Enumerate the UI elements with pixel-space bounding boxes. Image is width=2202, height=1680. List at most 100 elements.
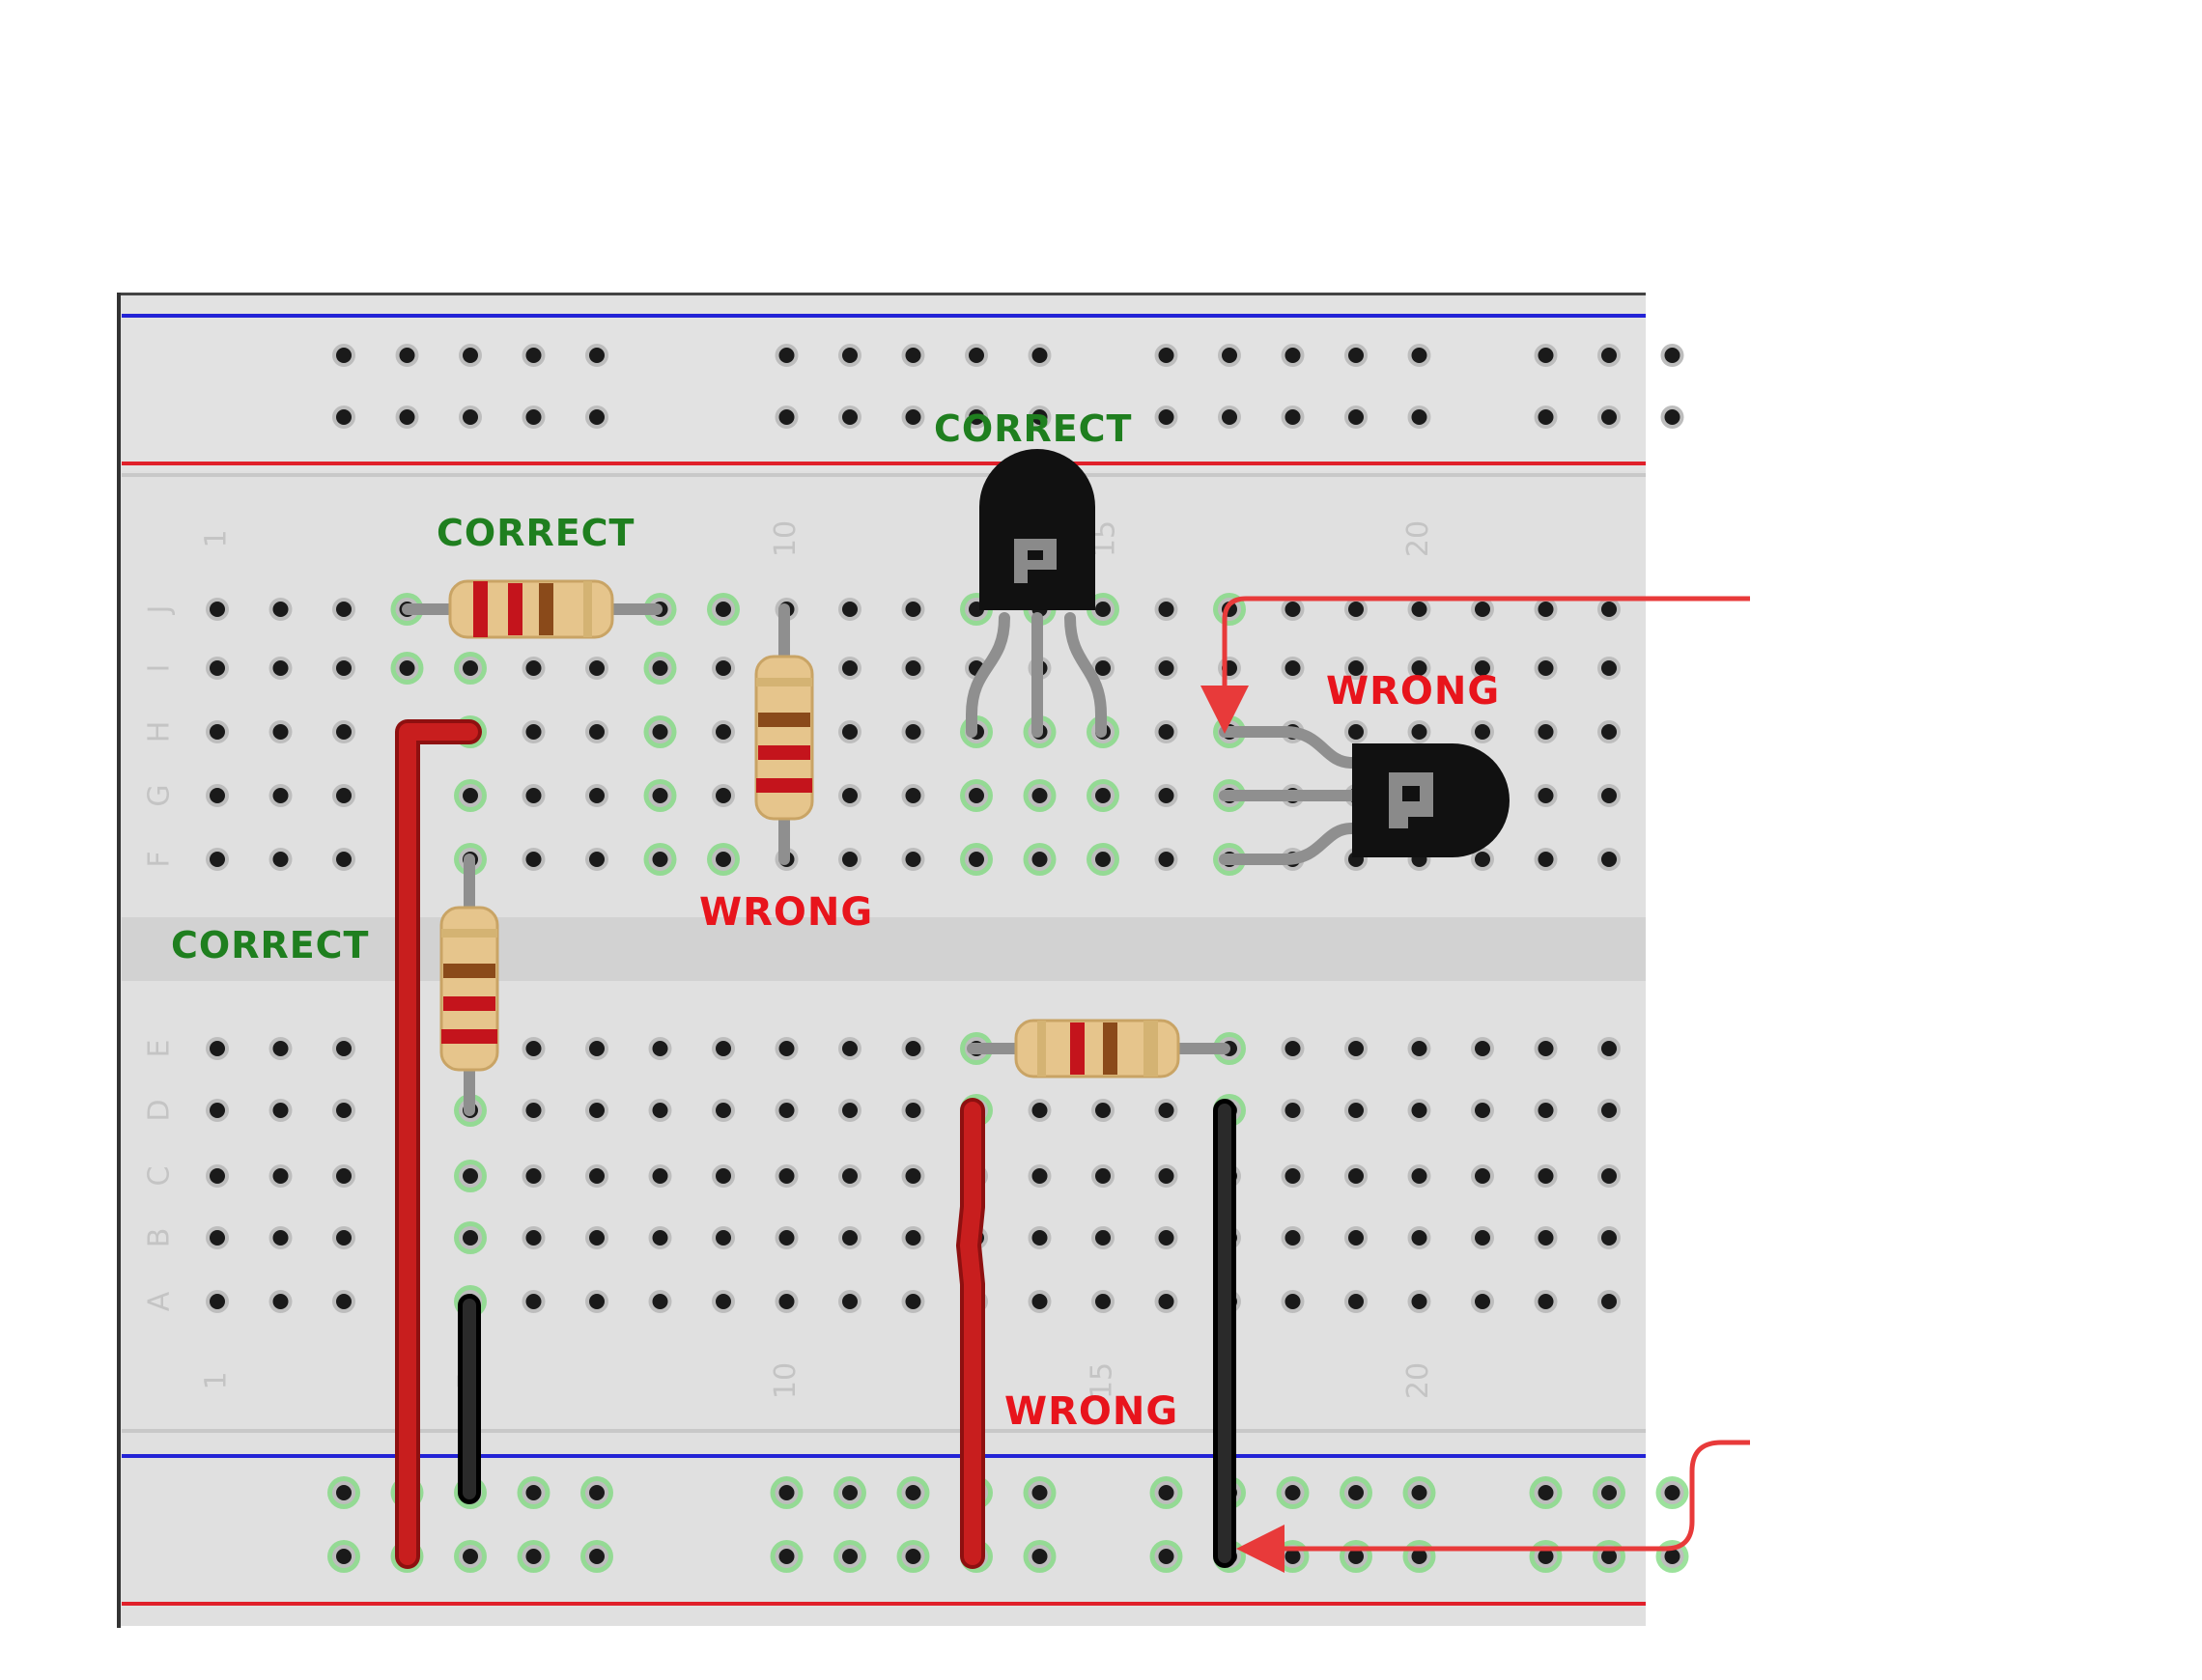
hole[interactable] <box>1475 602 1490 617</box>
hole[interactable] <box>652 1168 668 1184</box>
hole[interactable] <box>1348 1041 1364 1056</box>
hole[interactable] <box>1475 660 1490 676</box>
hole[interactable] <box>272 1230 289 1246</box>
hole[interactable] <box>1475 1294 1490 1309</box>
hole[interactable] <box>1475 1103 1490 1118</box>
hole[interactable] <box>336 788 352 803</box>
hole[interactable] <box>589 409 605 425</box>
hole[interactable] <box>716 1230 731 1246</box>
hole[interactable] <box>1158 1294 1174 1309</box>
hole[interactable] <box>1538 1294 1554 1309</box>
hole[interactable] <box>336 1041 352 1056</box>
hole[interactable] <box>716 660 731 676</box>
hole[interactable] <box>272 1041 289 1056</box>
hole[interactable] <box>842 1041 858 1056</box>
hole[interactable] <box>1664 409 1680 425</box>
hole[interactable] <box>778 1549 795 1564</box>
hole[interactable] <box>652 724 668 740</box>
hole[interactable] <box>336 409 352 425</box>
hole[interactable] <box>210 602 225 617</box>
hole[interactable] <box>525 409 542 425</box>
hole[interactable] <box>1475 1041 1490 1056</box>
hole[interactable] <box>905 1549 921 1564</box>
hole[interactable] <box>1158 1549 1174 1564</box>
hole[interactable] <box>778 1041 795 1056</box>
hole[interactable] <box>210 1230 225 1246</box>
hole[interactable] <box>336 852 352 867</box>
hole[interactable] <box>1348 409 1364 425</box>
hole[interactable] <box>336 1485 352 1500</box>
hole[interactable] <box>1031 348 1048 363</box>
hole[interactable] <box>336 602 352 617</box>
hole[interactable] <box>525 852 542 867</box>
hole[interactable] <box>778 1230 795 1246</box>
hole[interactable] <box>1538 1103 1554 1118</box>
hole[interactable] <box>1348 348 1364 363</box>
hole[interactable] <box>1538 1041 1554 1056</box>
hole[interactable] <box>336 1549 352 1564</box>
hole[interactable] <box>1538 1549 1554 1564</box>
hole[interactable] <box>842 1549 858 1564</box>
hole[interactable] <box>905 724 921 740</box>
hole[interactable] <box>1284 1230 1301 1246</box>
hole[interactable] <box>1601 852 1617 867</box>
hole[interactable] <box>842 1103 858 1118</box>
hole[interactable] <box>1348 1549 1364 1564</box>
hole[interactable] <box>1222 348 1237 363</box>
hole[interactable] <box>1158 409 1174 425</box>
hole[interactable] <box>778 409 795 425</box>
hole[interactable] <box>1284 602 1301 617</box>
hole[interactable] <box>589 1485 605 1500</box>
hole[interactable] <box>1538 1485 1554 1500</box>
hole[interactable] <box>1411 1485 1427 1500</box>
hole[interactable] <box>463 1168 478 1184</box>
hole[interactable] <box>589 660 605 676</box>
hole[interactable] <box>1031 852 1048 867</box>
hole[interactable] <box>1031 1485 1048 1500</box>
hole[interactable] <box>905 602 921 617</box>
hole[interactable] <box>1348 724 1364 740</box>
hole[interactable] <box>1095 852 1111 867</box>
hole[interactable] <box>652 1103 668 1118</box>
hole[interactable] <box>589 1549 605 1564</box>
hole[interactable] <box>210 1294 225 1309</box>
hole[interactable] <box>1348 1294 1364 1309</box>
hole[interactable] <box>652 1230 668 1246</box>
hole[interactable] <box>525 1294 542 1309</box>
hole[interactable] <box>1664 348 1680 363</box>
hole[interactable] <box>716 1294 731 1309</box>
hole[interactable] <box>525 1041 542 1056</box>
hole[interactable] <box>463 788 478 803</box>
hole[interactable] <box>1411 1103 1427 1118</box>
hole[interactable] <box>969 348 984 363</box>
hole[interactable] <box>525 660 542 676</box>
hole[interactable] <box>652 1294 668 1309</box>
hole[interactable] <box>1601 1485 1617 1500</box>
hole[interactable] <box>336 1168 352 1184</box>
hole[interactable] <box>1284 409 1301 425</box>
hole[interactable] <box>1095 1230 1111 1246</box>
hole[interactable] <box>1411 1041 1427 1056</box>
hole[interactable] <box>210 660 225 676</box>
hole[interactable] <box>1284 1041 1301 1056</box>
hole[interactable] <box>589 348 605 363</box>
hole[interactable] <box>1031 1549 1048 1564</box>
hole[interactable] <box>210 1103 225 1118</box>
hole[interactable] <box>905 1230 921 1246</box>
hole[interactable] <box>272 1103 289 1118</box>
hole[interactable] <box>1031 409 1048 425</box>
hole[interactable] <box>1601 409 1617 425</box>
hole[interactable] <box>1411 348 1427 363</box>
hole[interactable] <box>1348 1103 1364 1118</box>
hole[interactable] <box>336 660 352 676</box>
hole[interactable] <box>1475 1168 1490 1184</box>
hole[interactable] <box>842 1485 858 1500</box>
hole[interactable] <box>336 1230 352 1246</box>
hole[interactable] <box>1158 660 1174 676</box>
hole[interactable] <box>210 852 225 867</box>
hole[interactable] <box>1601 602 1617 617</box>
hole[interactable] <box>1095 1103 1111 1118</box>
hole[interactable] <box>1538 409 1554 425</box>
hole[interactable] <box>905 660 921 676</box>
hole[interactable] <box>842 348 858 363</box>
